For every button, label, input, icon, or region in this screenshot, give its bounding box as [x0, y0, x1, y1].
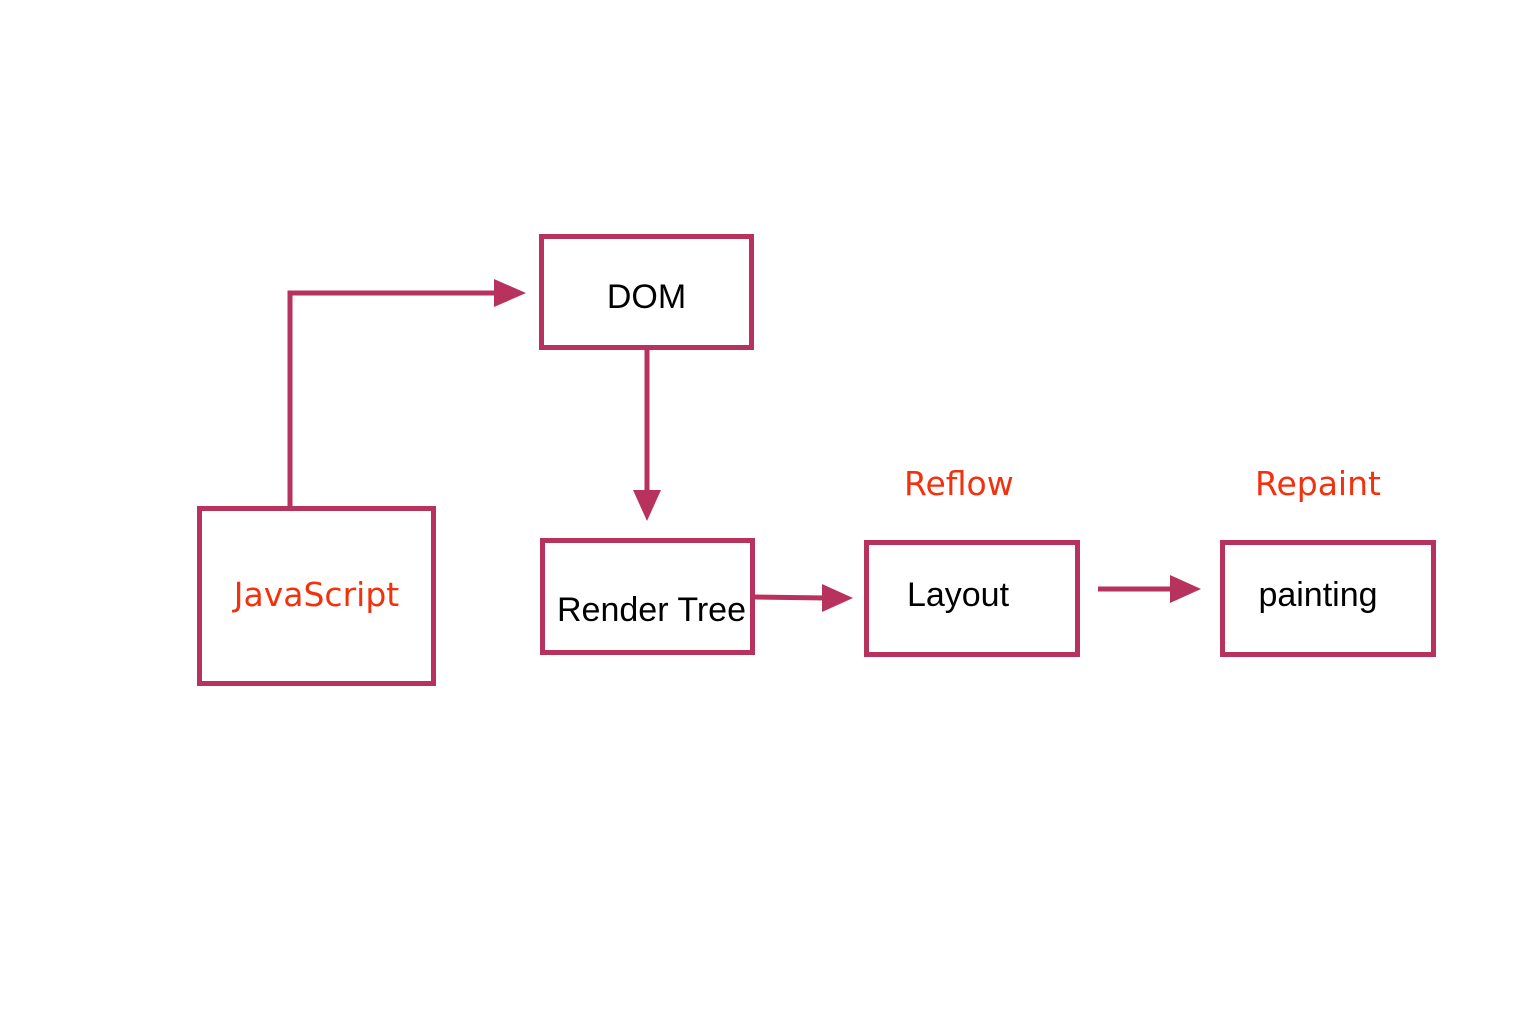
layout-label: Layout	[906, 576, 1010, 614]
arrowhead-dom-to-render-tree	[633, 490, 661, 521]
render-tree-node: Render Tree	[540, 538, 755, 655]
dom-node: DOM	[539, 234, 754, 350]
arrow-render-tree-to-layout	[754, 594, 827, 601]
arrow-javascript-to-dom	[287, 290, 500, 506]
arrowhead-render-tree-to-layout	[822, 584, 853, 612]
arrowhead-javascript-to-dom	[494, 279, 526, 307]
layout-node: Layout	[864, 540, 1080, 657]
painting-node: painting	[1220, 540, 1436, 657]
repaint-annotation: Repaint	[1255, 464, 1381, 503]
javascript-node: JavaScript	[197, 506, 436, 686]
dom-label: DOM	[606, 277, 687, 316]
arrowhead-layout-to-painting	[1170, 575, 1201, 603]
javascript-label: JavaScript	[233, 574, 400, 614]
reflow-annotation: Reflow	[904, 464, 1014, 503]
painting-label: painting	[1258, 576, 1378, 614]
render-tree-label: Render Tree	[557, 591, 746, 629]
